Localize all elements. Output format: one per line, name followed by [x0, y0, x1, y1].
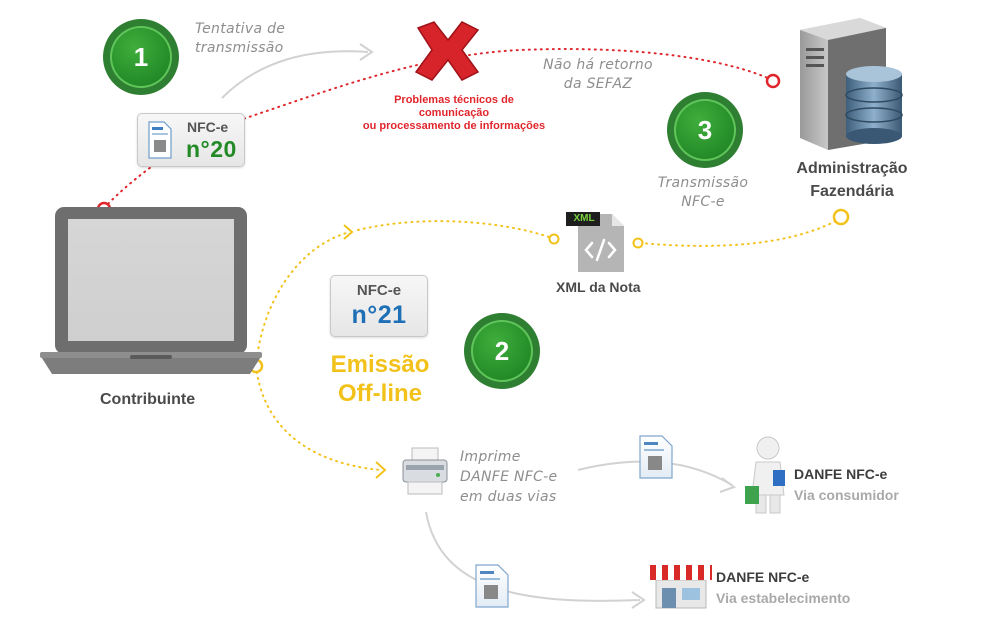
step-1-badge: 1	[103, 19, 179, 95]
no-return-line-1: Não há retorno	[543, 57, 653, 73]
print-caption-line-2: DANFE NFC-e	[460, 469, 558, 485]
nfce-doc-icon	[148, 121, 172, 159]
admin-label: Administração Fazendária	[788, 157, 916, 203]
yellow-node-xml-left	[548, 233, 560, 245]
error-note-line-1: Problemas técnicos de comunicação	[394, 94, 514, 119]
attempt-caption: Tentativa de transmissão	[195, 20, 285, 58]
small-doc-icon-store	[475, 564, 509, 608]
store-copy-title: DANFE NFC-e	[716, 569, 810, 585]
yellow-arrow-top	[343, 224, 354, 240]
step-1-number: 1	[110, 26, 172, 88]
transmission-caption-line-1: Transmissão	[657, 175, 749, 191]
step-3-number: 3	[674, 99, 736, 161]
xml-badge: XML	[573, 213, 595, 224]
database-icon	[845, 66, 903, 144]
consumer-copy-sub: Via consumidor	[794, 487, 899, 503]
nfce-21-label: NFC-e	[356, 282, 402, 299]
attempt-caption-line-1: Tentativa de	[195, 21, 286, 37]
nfce-21-card: NFC-e n°21	[330, 275, 428, 337]
attempt-arrow-head	[359, 43, 374, 61]
yellow-node-server	[832, 208, 850, 226]
laptop-icon	[40, 207, 262, 374]
attempt-arrow	[221, 50, 369, 99]
nfce-20-number: n°20	[186, 136, 237, 162]
admin-label-line-1: Administração	[796, 160, 908, 177]
yellow-path-bottom	[255, 365, 381, 471]
no-return-caption: Não há retorno da SEFAZ	[540, 56, 656, 94]
consumer-copy-label: DANFE NFC-e Via consumidor	[794, 464, 899, 506]
yellow-path-top	[255, 231, 351, 367]
xml-label: XML da Nota	[556, 279, 641, 295]
admin-label-line-2: Fazendária	[810, 183, 894, 200]
step-2-badge: 2	[464, 313, 540, 389]
printer-to-consumer-head	[719, 477, 737, 493]
store-copy-label: DANFE NFC-e Via estabelecimento	[716, 567, 850, 609]
no-return-line-2: da SEFAZ	[563, 76, 633, 92]
print-caption: Imprime DANFE NFC-e em duas vias	[460, 447, 557, 507]
transmission-caption: Transmissão NFC-e	[648, 174, 758, 212]
offline-mode-line-2: Off-line	[338, 380, 422, 407]
yellow-arrow-bottom	[375, 461, 387, 479]
store-icon	[650, 565, 712, 609]
yellow-path-xml-server	[639, 219, 839, 247]
print-caption-line-3: em duas vias	[460, 489, 557, 505]
nfce-20-label: NFC-e	[187, 119, 229, 135]
nfce-21-number: n°21	[351, 301, 407, 329]
printer-to-store-head	[631, 591, 646, 609]
red-endpoint-server	[765, 73, 781, 89]
yellow-node-xml-right	[632, 237, 644, 249]
consumer-person-icon	[745, 436, 785, 514]
contribuinte-label: Contribuinte	[100, 391, 196, 408]
attempt-caption-line-2: transmissão	[195, 40, 284, 56]
store-copy-sub: Via estabelecimento	[716, 590, 851, 606]
printer-to-store-arrow	[425, 511, 641, 602]
nfce-20-card: NFC-e n°20	[137, 113, 245, 167]
offline-mode-line-1: Emissão	[330, 351, 430, 378]
error-note: Problemas técnicos de comunicação ou pro…	[362, 94, 546, 133]
printer-icon	[402, 447, 448, 495]
xml-file-icon	[566, 212, 624, 272]
offline-mode-label: Emissão Off-line	[325, 350, 435, 408]
error-note-line-2: ou processamento de informações	[362, 120, 546, 132]
transmission-caption-line-2: NFC-e	[681, 194, 725, 210]
step-2-number: 2	[471, 320, 533, 382]
print-caption-line-1: Imprime	[460, 449, 521, 465]
yellow-path-to-xml	[357, 220, 553, 239]
step-3-badge: 3	[667, 92, 743, 168]
consumer-copy-title: DANFE NFC-e	[794, 466, 888, 482]
error-x-icon	[414, 21, 480, 81]
small-doc-icon-consumer	[639, 435, 673, 479]
